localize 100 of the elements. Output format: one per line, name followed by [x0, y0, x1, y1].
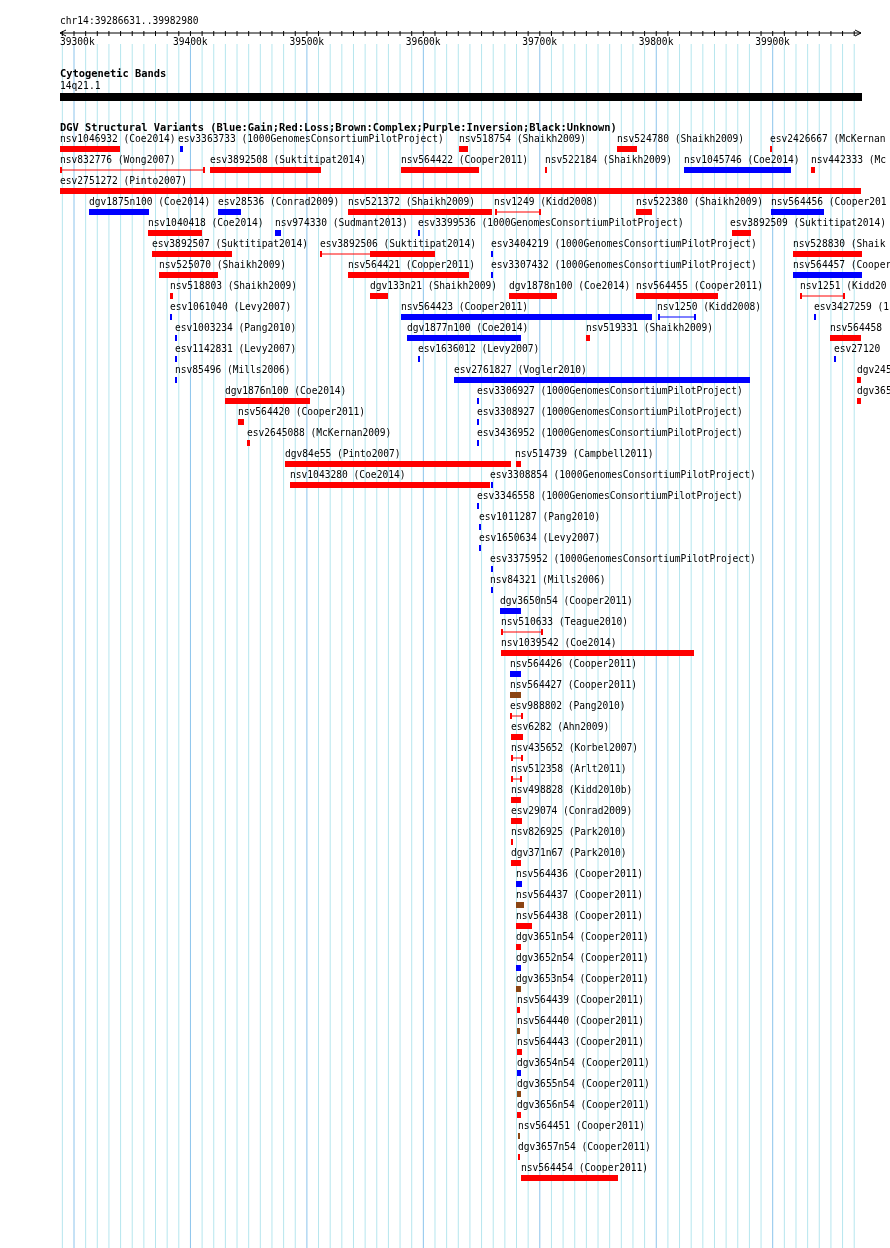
variant-label: nsv1039542 (Coe2014) [501, 637, 617, 649]
variant-label: esv2426667 (McKernan [770, 133, 886, 145]
variant-label: dgv1875n100 (Coe2014) [89, 196, 211, 208]
variant-label: nsv974330 (Sudmant2013) [275, 217, 408, 229]
variant-label: nsv435652 (Korbel2007) [511, 742, 639, 754]
variant-label: esv3427259 (1 [814, 301, 890, 313]
variant-label: nsv564454 (Cooper2011) [521, 1162, 649, 1174]
variant-label: esv28536 (Conrad2009) [218, 196, 340, 208]
track-title: Cytogenetic Bands [60, 67, 167, 79]
variant-label: esv1061040 (Levy2007) [170, 301, 292, 313]
variant-label: dgv3652n54 (Cooper2011) [516, 952, 649, 964]
variant-label: esv3436952 (1000GenomesConsortiumPilotProject) [477, 427, 743, 439]
variant-label: nsv1250 (Kidd2008) [657, 301, 761, 313]
variant-label: nsv512358 (Arlt2011) [511, 763, 627, 775]
variant-label: dgv84e55 (Pinto2007) [285, 448, 401, 460]
variant-label: nsv564457 (Cooper [793, 259, 890, 271]
variant-label: nsv525070 (Shaikh2009) [159, 259, 287, 271]
variant-label: nsv564423 (Cooper2011) [401, 301, 529, 313]
variant-label: nsv84321 (Mills2006) [490, 574, 606, 586]
variant-label: nsv1251 (Kidd20 [800, 280, 887, 292]
tick-label: 39400k [172, 36, 208, 48]
variant-label: nsv832776 (Wong2007) [60, 154, 176, 166]
variant-label: esv3308927 (1000GenomesConsortiumPilotProject) [477, 406, 743, 418]
variant-label: nsv564451 (Cooper2011) [518, 1120, 646, 1132]
variant-label: nsv522184 (Shaikh2009) [545, 154, 673, 166]
variant-label: nsv564427 (Cooper2011) [510, 679, 638, 691]
variant-label: nsv442333 (Mc [811, 154, 887, 166]
variant-label: dgv3650n54 (Cooper2011) [500, 595, 633, 607]
variant-label: esv2761827 (Vogler2010) [454, 364, 587, 376]
variant-label: esv29074 (Conrad2009) [511, 805, 633, 817]
variant-label: esv3404219 (1000GenomesConsortiumPilotProject) [491, 238, 757, 250]
variant-label: nsv564421 (Cooper2011) [348, 259, 476, 271]
tick-label: 39700k [522, 36, 557, 48]
variant-label: esv3399536 (1000GenomesConsortiumPilotProject) [418, 217, 684, 229]
variant-label: nsv564456 (Cooper201 [771, 196, 887, 208]
variant-label: esv3375952 (1000GenomesConsortiumPilotProject) [490, 553, 756, 565]
track-title: DGV Structural Variants (Blue:Gain;Red:Loss;Brown:Complex;Purple:Inversion;Black:Unknown) [60, 121, 617, 133]
variant-label: nsv1249 (Kidd2008) [494, 196, 598, 208]
variant-label: nsv564436 (Cooper2011) [516, 868, 644, 880]
variant-label: nsv564455 (Cooper2011) [636, 280, 764, 292]
variant-label: esv2645088 (McKernan2009) [247, 427, 392, 439]
variant-label: esv3363733 (1000GenomesConsortiumPilotProject) [178, 133, 444, 145]
variant-label: nsv826925 (Park2010) [511, 826, 627, 838]
variant-label: nsv518803 (Shaikh2009) [170, 280, 298, 292]
variant-label: nsv522380 (Shaikh2009) [636, 196, 764, 208]
tick-label: 39900k [755, 36, 790, 48]
variant-label: esv27120 [834, 343, 881, 355]
variant-label: esv3346558 (1000GenomesConsortiumPilotProject) [477, 490, 743, 502]
tick-label: 39300k [60, 36, 95, 48]
variant-label: nsv524780 (Shaikh2009) [617, 133, 745, 145]
variant-label: nsv1045746 (Coe2014) [684, 154, 800, 166]
variant-label: nsv519331 (Shaikh2009) [586, 322, 714, 334]
variant-label: nsv564443 (Cooper2011) [517, 1036, 645, 1048]
variant-label: nsv85496 (Mills2006) [175, 364, 291, 376]
variant-label: nsv510633 (Teague2010) [501, 616, 629, 628]
variant-label: dgv1876n100 (Coe2014) [225, 385, 347, 397]
variant-label: dgv371n67 (Park2010) [511, 847, 627, 859]
variant-label: nsv564438 (Cooper2011) [516, 910, 644, 922]
variant-label: esv3892506 (Suktitipat2014) [320, 238, 476, 250]
tick-label: 39500k [289, 36, 325, 48]
variant-label: dgv133n21 (Shaikh2009) [370, 280, 498, 292]
variant-label: nsv521372 (Shaikh2009) [348, 196, 476, 208]
variant-label: nsv1046932 (Coe2014) [60, 133, 176, 145]
variant-label: dgv3655n54 (Cooper2011) [517, 1078, 650, 1090]
variant-label: nsv564420 (Cooper2011) [238, 406, 366, 418]
variant-label: nsv498828 (Kidd2010b) [511, 784, 633, 796]
variant-label: esv1142831 (Levy2007) [175, 343, 297, 355]
variant-label: nsv514739 (Campbell2011) [515, 448, 654, 460]
variant-label: esv1636012 (Levy2007) [418, 343, 540, 355]
variant-label: esv3892507 (Suktitipat2014) [152, 238, 308, 250]
variant-label: dgv3656n54 (Cooper2011) [517, 1099, 650, 1111]
variant-label: nsv1043280 (Coe2014) [290, 469, 406, 481]
variant-label: esv3892508 (Suktitipat2014) [210, 154, 366, 166]
variant-label: nsv564458 [830, 322, 882, 334]
variant-label: nsv528830 (Shaik [793, 238, 886, 250]
variant-label: esv2751272 (Pinto2007) [60, 175, 188, 187]
variant-label: esv1011287 (Pang2010) [479, 511, 601, 523]
variant-label: esv1003234 (Pang2010) [175, 322, 297, 334]
variant-label: nsv564437 (Cooper2011) [516, 889, 644, 901]
variant-label: nsv1040418 (Coe2014) [148, 217, 264, 229]
variant-label: nsv564440 (Cooper2011) [517, 1015, 645, 1027]
variant-label: esv3306927 (1000GenomesConsortiumPilotProject) [477, 385, 743, 397]
tick-label: 39600k [405, 36, 441, 48]
variant-label: esv6282 (Ahn2009) [511, 721, 610, 733]
variant-label: dgv1877n100 (Coe2014) [407, 322, 529, 334]
band-label: 14q21.1 [60, 80, 101, 92]
variant-label: nsv564422 (Cooper2011) [401, 154, 529, 166]
variant-label: dgv3651n54 (Cooper2011) [516, 931, 649, 943]
variant-label: nsv564439 (Cooper2011) [517, 994, 645, 1006]
variant-label: esv1650634 (Levy2007) [479, 532, 601, 544]
variant-label: dgv3654n54 (Cooper2011) [517, 1057, 650, 1069]
variant-label: esv3308854 (1000GenomesConsortiumPilotProject) [490, 469, 756, 481]
variant-label: dgv3657n54 (Cooper2011) [518, 1141, 651, 1153]
variant-label: nsv564426 (Cooper2011) [510, 658, 638, 670]
variant-label: nsv518754 (Shaikh2009) [459, 133, 587, 145]
variant-label: dgv3653n54 (Cooper2011) [516, 973, 649, 985]
coordinate-label: chr14:39286631..39982980 [60, 15, 199, 27]
tick-label: 39800k [638, 36, 674, 48]
variant-label: esv3892509 (Suktitipat2014) [730, 217, 886, 229]
variant-label: esv988802 (Pang2010) [510, 700, 626, 712]
